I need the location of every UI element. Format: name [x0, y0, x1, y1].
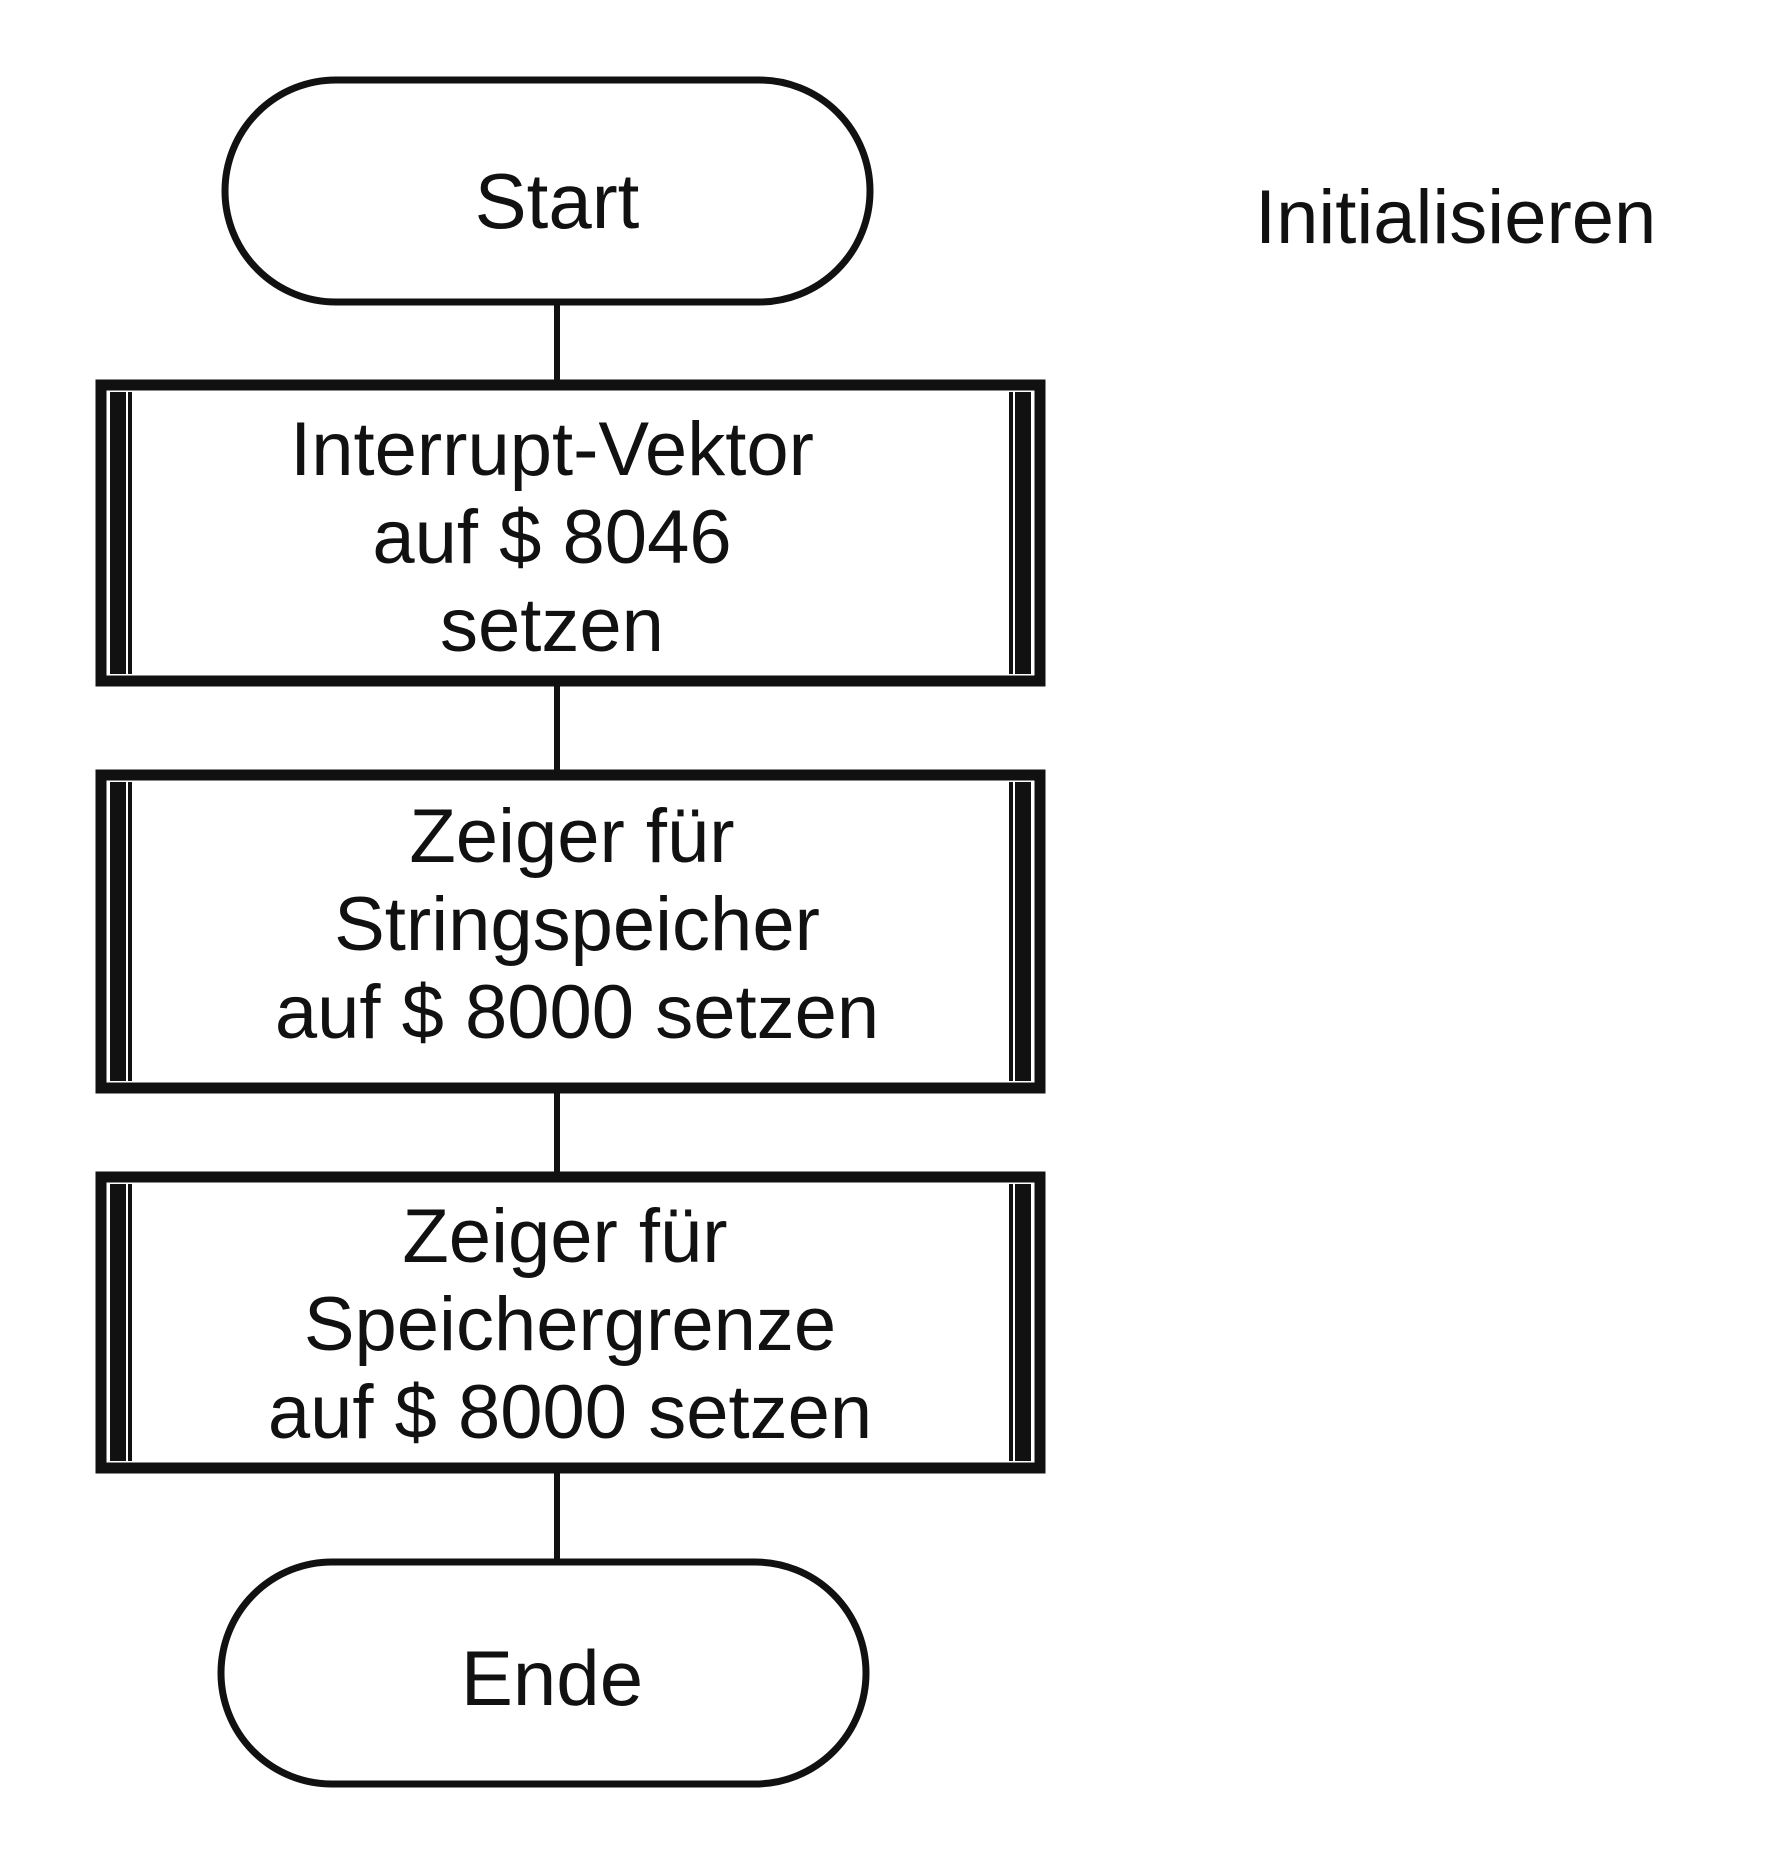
step3-line1: Zeiger für — [402, 1194, 727, 1279]
process-box-interrupt-vector: Interrupt-Vektor auf $ 8046 setzen — [95, 379, 1046, 687]
step2-line3: auf $ 8000 setzen — [275, 970, 879, 1055]
end-terminal: Ende — [217, 1558, 870, 1788]
diagram-title: Initialisieren — [1255, 175, 1657, 260]
step2-line1: Zeiger für — [409, 794, 734, 879]
step2-line2: Stringspeicher — [334, 882, 820, 967]
process-box-memory-limit: Zeiger für Speichergrenze auf $ 8000 set… — [95, 1171, 1046, 1474]
step1-line1: Interrupt-Vektor — [290, 407, 814, 492]
step1-line3: setzen — [440, 583, 664, 668]
step3-line3: auf $ 8000 setzen — [268, 1370, 872, 1455]
end-label: Ende — [461, 1634, 643, 1722]
step1-line2: auf $ 8046 — [372, 495, 731, 580]
start-terminal: Start — [221, 76, 874, 306]
step3-line2: Speichergrenze — [304, 1282, 836, 1367]
start-label: Start — [475, 157, 640, 245]
process-box-string-pointer: Zeiger für Stringspeicher auf $ 8000 set… — [95, 769, 1046, 1094]
